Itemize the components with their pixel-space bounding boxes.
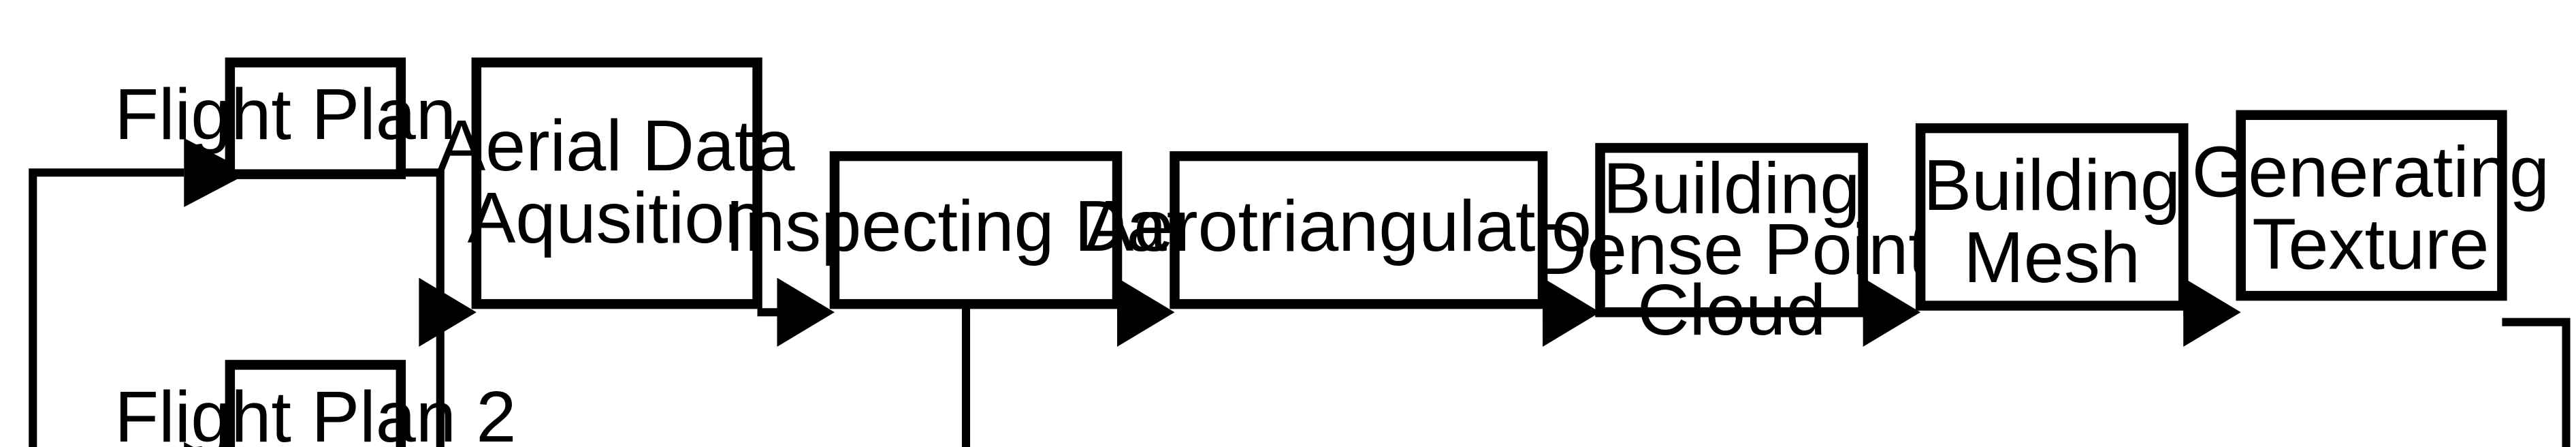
node-aerotriangulation-label: Aerotriangulation [1085,186,1632,266]
node-generating-texture[interactable]: Generating Texture [2192,110,2549,301]
arrowhead-into-building-mesh [1863,277,1921,347]
node-dense-point-cloud-label-line1: Building [1603,149,1861,229]
node-aerial-data-aqusition[interactable]: Aerial Data Aqusition [437,57,796,309]
node-aerotriangulation[interactable]: Aerotriangulation [1085,151,1632,309]
node-generating-texture-label-line2: Texture [2252,204,2489,285]
arrowhead-into-inspecting-data [777,277,835,347]
node-inspecting-data-label: Inspecting Data [725,186,1228,266]
node-flight-plan-1-label: Flight Plan 1 [114,74,516,155]
node-building-mesh[interactable]: Building Mesh [1915,123,2189,311]
arrowhead-into-aerial-data [419,277,477,347]
edge-gcp-to-inspecting [961,217,971,447]
node-building-mesh-label-line1: Building [1923,145,2180,226]
edge-texture-to-dem [2502,318,2571,447]
arrowhead-into-flight-plan-1 [184,138,250,207]
node-building-mesh-label-line2: Mesh [1963,217,2140,298]
node-flight-plan-1[interactable]: Flight Plan 1 [114,57,516,179]
node-layer: Flight Plan 1 Flight Plan 2 Flight Plani… [114,57,2549,447]
arrowhead-into-generating-texture [2183,277,2241,347]
node-dense-point-cloud-label-line2: Dense Point [1534,209,1928,290]
node-inspecting-data[interactable]: Inspecting Data [725,151,1228,309]
node-dense-point-cloud-label-line3: Cloud [1637,270,1826,350]
node-flight-plan-2-label: Flight Plan 2 [114,377,516,447]
node-aerial-data-aqusition-label-line1: Aerial Data [437,106,795,186]
node-building-dense-point-cloud[interactable]: Building Dense Point Cloud [1534,142,1929,350]
node-aerial-data-aqusition-label-line2: Aqusition [468,178,765,258]
node-generating-texture-label-line1: Generating [2192,132,2549,213]
edge-flight-planing-bus [29,168,184,447]
arrowhead-into-aerotriangulation [1117,277,1175,347]
arrowhead-into-dense-point-cloud [1543,277,1600,347]
arrowhead-into-flight-plan-2 [184,442,194,447]
node-flight-plan-2[interactable]: Flight Plan 2 [114,360,516,447]
